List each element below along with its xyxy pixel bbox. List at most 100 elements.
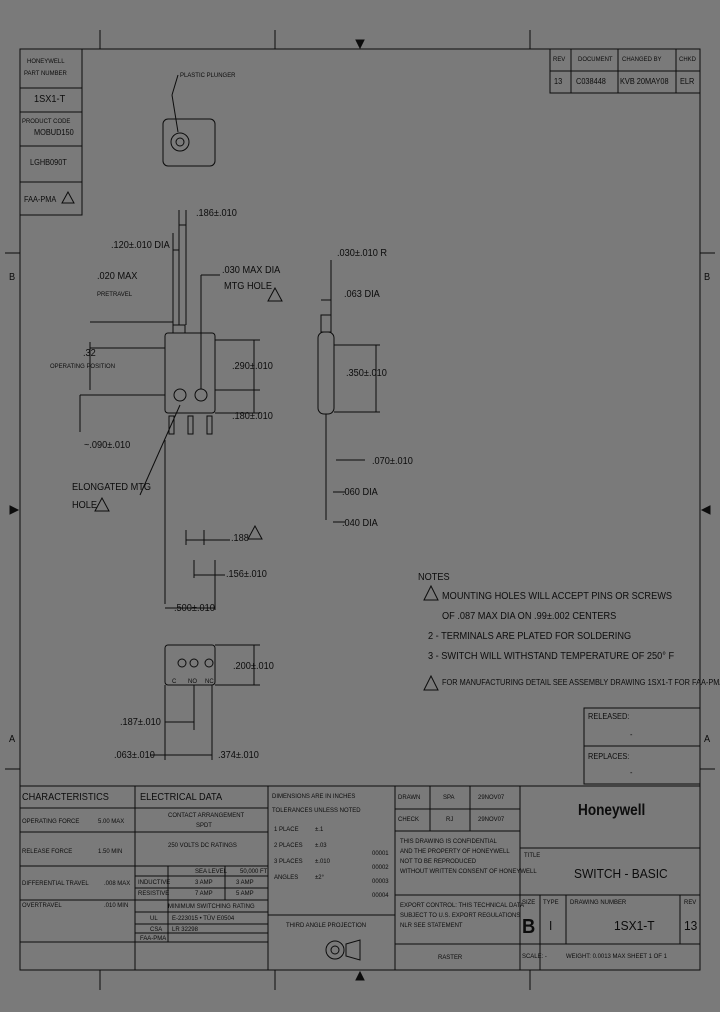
size-label: SIZE (522, 899, 536, 906)
rev-label: REV (684, 899, 697, 906)
char-operating-force-label: OPERATING FORCE (22, 818, 80, 825)
electrical-contact-arrangement: CONTACT ARRANGEMENT (168, 812, 245, 819)
dim-156: .156±.010 (226, 569, 267, 580)
char-overtravel-value: .010 MIN (104, 902, 129, 909)
dim-063-dia: .063 DIA (344, 289, 380, 300)
third-angle-projection: THIRD ANGLE PROJECTION (286, 922, 367, 929)
tolerance-subtitle: TOLERANCES UNLESS NOTED (272, 807, 361, 814)
electrical-header-sea-level: SEA LEVEL (195, 868, 227, 875)
dim-060-dia: .060 DIA (342, 487, 378, 498)
rev-value-document: C038448 (576, 77, 606, 86)
terminal-label-nc: NC (205, 678, 214, 685)
tolerance-row-1-label: 1 PLACE (274, 826, 299, 833)
electrical-inductive-50000: 3 AMP (236, 879, 254, 886)
tolerance-row-3-label: 3 PLACES (274, 858, 303, 865)
margin-code-1: 00001 (372, 850, 389, 857)
weight-sheet-text: WEIGHT: 0.0013 MAX SHEET 1 OF 1 (566, 953, 667, 960)
dim-32: .32 (83, 348, 96, 359)
left-info-code2: LGHB090T (30, 158, 67, 167)
note-line-2: OF .087 MAX DIA ON .99±.002 CENTERS (442, 611, 617, 622)
dim-070: .070±.010 (372, 456, 413, 467)
electrical-header-50000ft: 50,000 FT (240, 868, 268, 875)
rev-value-chkd: ELR (680, 77, 695, 86)
export-line-1: EXPORT CONTROL: THIS TECHNICAL DATA (400, 902, 525, 909)
honeywell-logo: Honeywell (578, 802, 646, 819)
dim-200: .200±.010 (233, 661, 274, 672)
left-info-part-number: 1SX1-T (34, 94, 66, 105)
type-label: TYPE (543, 899, 559, 906)
proprietary-line-4: WITHOUT WRITTEN CONSENT OF HONEYWELL (400, 868, 537, 875)
border-letter-left-a: A (9, 734, 16, 745)
dim-020-max: .020 MAX (97, 271, 138, 282)
dim-040-dia: .040 DIA (342, 518, 378, 529)
margin-code-2: 00002 (372, 864, 389, 871)
approval-check-role: CHECK (398, 816, 419, 823)
electrical-resistive-sea: 7 AMP (195, 890, 213, 897)
border-letter-right-a: A (704, 734, 711, 745)
drawing-title: SWITCH - BASIC (574, 866, 668, 881)
note-line-3: 2 - TERMINALS ARE PLATED FOR SOLDERING (428, 631, 632, 642)
tolerance-row-3-value: ±.010 (315, 858, 330, 865)
rev-value-changed-by: KVB 20MAY08 (620, 77, 669, 86)
dim-374: .374±.010 (218, 750, 259, 761)
dim-186: .186±.010 (196, 208, 237, 219)
note-line-5: FOR MANUFACTURING DETAIL SEE ASSEMBLY DR… (442, 678, 720, 687)
proprietary-line-2: AND THE PROPERTY OF HONEYWELL (400, 848, 510, 855)
electrical-data-header: ELECTRICAL DATA (140, 792, 223, 803)
electrical-faa-label: FAA-PMA (140, 935, 167, 942)
dim-030-max-dia: .030 MAX DIA (222, 265, 281, 276)
electrical-resistive-50000: 5 AMP (236, 890, 254, 897)
dim-188: .188 (231, 533, 249, 544)
dim-187: .187±.010 (120, 717, 161, 728)
dim-090: ~.090±.010 (84, 440, 131, 451)
label-plastic-plunger: PLASTIC PLUNGER (180, 72, 236, 79)
dim-290: .290±.010 (232, 361, 273, 372)
tolerance-title: DIMENSIONS ARE IN INCHES (272, 793, 356, 800)
electrical-resistive-label: RESISTIVE (138, 890, 170, 897)
scale-text: SCALE: - (522, 953, 547, 960)
released-label: RELEASED: (588, 712, 630, 721)
label-operating-position: OPERATING POSITION (50, 363, 116, 370)
label-elongated-2: HOLE (72, 500, 98, 511)
electrical-csa-value: LR 32298 (172, 926, 198, 933)
approval-check-by: RJ (446, 816, 454, 823)
label-elongated-1: ELONGATED MTG (72, 482, 152, 493)
replaces-value: - (630, 768, 633, 777)
terminal-label-c: C (172, 678, 177, 685)
drawing-number: 1SX1-T (614, 918, 655, 933)
dim-350: .350±.010 (346, 368, 387, 379)
left-info-header-bottom: PART NUMBER (24, 70, 67, 77)
released-value: - (630, 730, 633, 739)
char-release-force-label: RELEASE FORCE (22, 848, 73, 855)
characteristics-header: CHARACTERISTICS (22, 792, 109, 803)
approval-drawn-date: 29NOV07 (478, 794, 505, 801)
dim-500: .500±.010 (174, 603, 215, 614)
drawing-number-label: DRAWING NUMBER (570, 899, 627, 906)
dim-063: .063±.010 (114, 750, 155, 761)
left-info-product-code: MOBUD150 (34, 128, 74, 137)
tolerance-row-4-label: ANGLES (274, 874, 299, 881)
electrical-inductive-sea: 3 AMP (195, 879, 213, 886)
electrical-csa-label: CSA (150, 926, 163, 933)
proprietary-line-1: THIS DRAWING IS CONFIDENTIAL (400, 838, 497, 845)
dim-120-dia: .120±.010 DIA (111, 240, 170, 251)
label-mtg-hole: MTG HOLE (224, 281, 273, 292)
electrical-ratings-title: 250 VOLTS DC RATINGS (168, 842, 237, 849)
approval-drawn-by: SPA (443, 794, 455, 801)
replaces-label: REPLACES: (588, 752, 630, 761)
left-info-header-top: HONEYWELL (27, 58, 65, 65)
approval-check-date: 29NOV07 (478, 816, 505, 823)
proprietary-line-3: NOT TO BE REPRODUCED (400, 858, 477, 865)
rev-header-chkd: CHKD (679, 56, 696, 63)
title-label: TITLE (524, 852, 541, 859)
char-differential-travel-label: DIFFERENTIAL TRAVEL (22, 880, 89, 887)
margin-code-3: 00003 (372, 878, 389, 885)
tolerance-row-2-value: ±.03 (315, 842, 327, 849)
raster-label: RASTER (438, 954, 463, 961)
rev-header-changed-by: CHANGED BY (622, 56, 662, 63)
rev-header-rev: REV (553, 56, 566, 63)
note-line-1: MOUNTING HOLES WILL ACCEPT PINS OR SCREW… (442, 591, 673, 602)
border-letter-right-b: B (704, 272, 711, 283)
